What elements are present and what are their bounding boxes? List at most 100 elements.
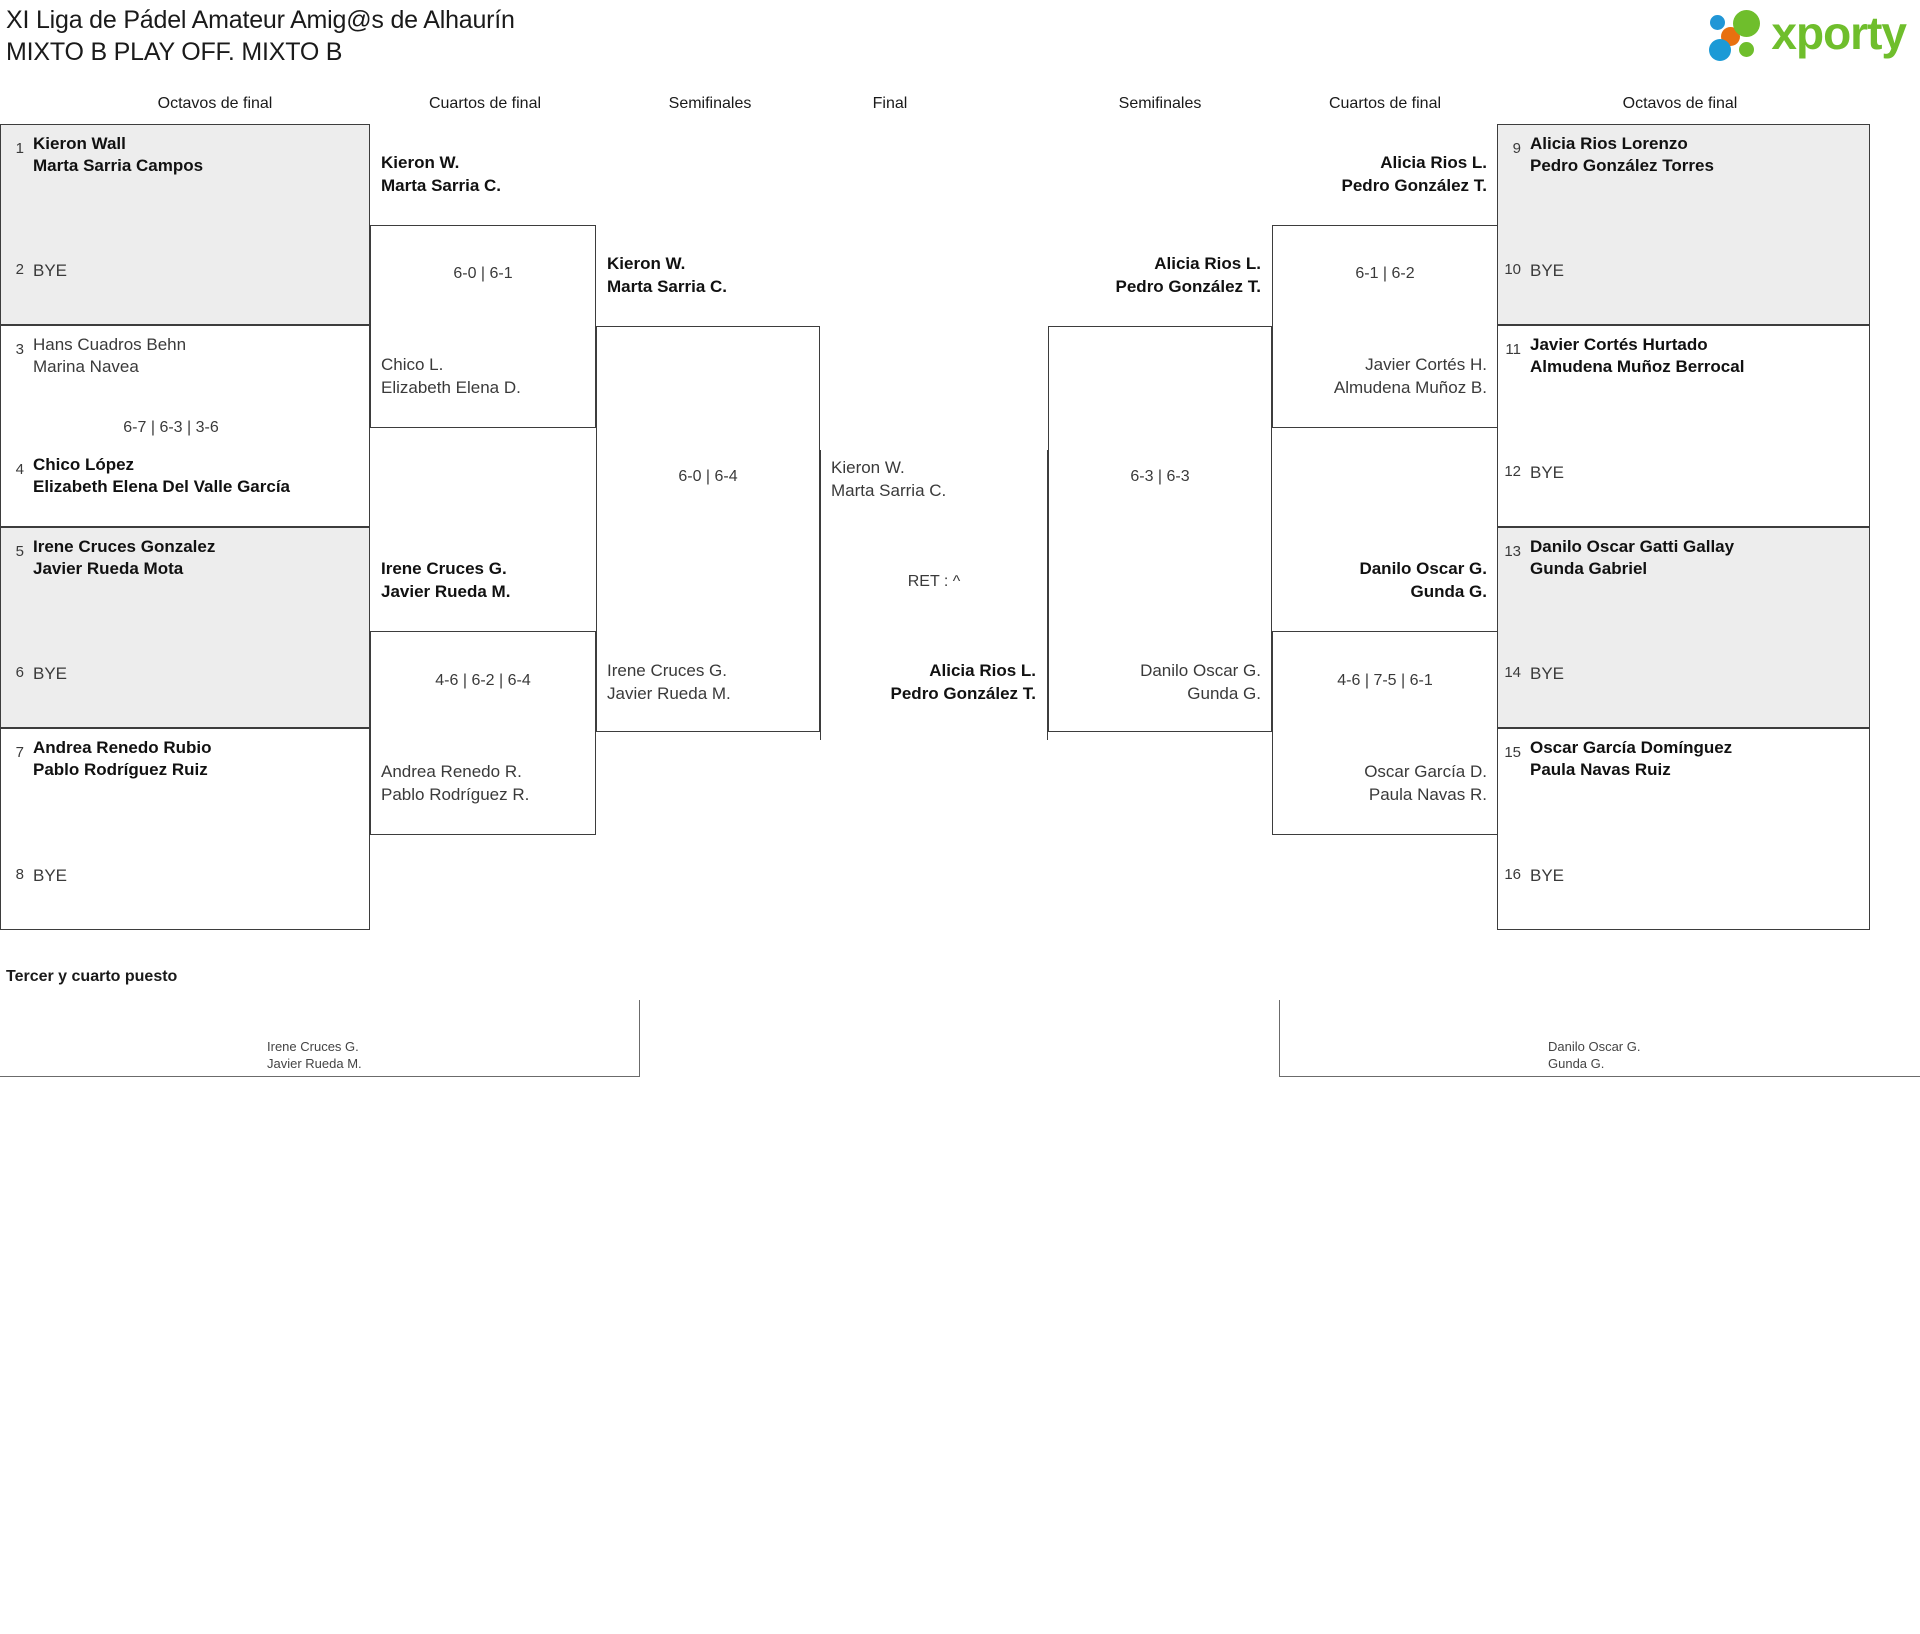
match-score: 6-7 | 6-3 | 3-6 — [123, 419, 219, 436]
seed-number: 7 — [15, 744, 24, 761]
sf-left-team-top: Kieron W. Marta Sarria C. — [607, 252, 812, 298]
seed-number: 1 — [15, 140, 24, 157]
seed-number: 3 — [15, 341, 24, 358]
r16-match-7[interactable]: 13 Danilo Oscar Gatti Gallay Gunda Gabri… — [1497, 527, 1870, 728]
player-line-2: Javier Rueda Mota — [33, 559, 184, 578]
player-line-1: Alicia Rios L. — [929, 661, 1036, 680]
seed-number: 15 — [1504, 744, 1521, 761]
player-line-1: Oscar García Domínguez — [1530, 738, 1733, 757]
player-line-1: Irene Cruces G. — [607, 661, 727, 680]
logo-dots-icon — [1709, 6, 1763, 61]
bye-label: BYE — [1530, 261, 1565, 280]
player-line-1: Chico López — [33, 455, 135, 474]
player-line-1: Andrea Renedo R. — [381, 762, 522, 781]
player-names: Alicia Rios Lorenzo Pedro González Torre… — [1530, 133, 1714, 177]
player-names: Oscar García Domínguez Paula Navas Ruiz — [1530, 737, 1732, 781]
player-line-2: Elizabeth Elena Del Valle García — [33, 477, 291, 496]
player-line-2: Paula Navas R. — [1368, 785, 1487, 804]
round-label-left-qf: Cuartos de final — [428, 95, 542, 112]
player-line-1: Oscar García D. — [1364, 762, 1487, 781]
seed-entry-16: 16 BYE — [1504, 865, 1564, 887]
seed-number: 9 — [1512, 140, 1521, 157]
player-line-2: Marta Sarria C. — [381, 176, 501, 195]
qf1-team-top: Kieron W. Marta Sarria C. — [381, 151, 591, 197]
tournament-category: MIXTO B PLAY OFF. MIXTO B — [6, 38, 343, 66]
qf3-score: 6-1 | 6-2 — [1355, 265, 1415, 282]
seed-number: 4 — [15, 461, 24, 478]
player-names: Chico López Elizabeth Elena Del Valle Ga… — [33, 454, 290, 498]
third-place-box-right[interactable] — [1279, 1000, 1920, 1077]
player-names: Hans Cuadros Behn Marina Navea — [33, 334, 186, 378]
logo-dot-green-small — [1739, 42, 1755, 57]
player-line-2: Gunda Gabriel — [1530, 559, 1648, 578]
seed-number: 2 — [15, 261, 24, 278]
player-names: Irene Cruces Gonzalez Javier Rueda Mota — [33, 536, 215, 580]
sf-match-left[interactable] — [596, 326, 820, 732]
seed-entry-7: 7 Andrea Renedo Rubio Pablo Rodríguez Ru… — [7, 737, 212, 781]
qf-match-2[interactable] — [370, 631, 596, 835]
player-line-2: Pedro González T. — [890, 684, 1036, 703]
round-label-right-r16: Octavos de final — [1622, 95, 1738, 112]
r16-match-3[interactable]: 5 Irene Cruces Gonzalez Javier Rueda Mot… — [0, 527, 370, 728]
r16-match-5[interactable]: 9 Alicia Rios Lorenzo Pedro González Tor… — [1497, 124, 1870, 325]
player-line-2: Pedro González T. — [1115, 277, 1261, 296]
seed-number: 11 — [1505, 341, 1521, 358]
r16-match-4[interactable]: 7 Andrea Renedo Rubio Pablo Rodríguez Ru… — [0, 728, 370, 930]
qf3-team-top: Alicia Rios L. Pedro González T. — [1277, 151, 1487, 197]
seed-entry-2: 2 BYE — [7, 260, 67, 282]
player-line-2: Elizabeth Elena D. — [381, 378, 521, 397]
player-line-2: Gunda G. — [1548, 1056, 1605, 1071]
r16-match-1[interactable]: 1 Kieron Wall Marta Sarria Campos 2 BYE — [0, 124, 370, 325]
third-place-team-left: Irene Cruces G. Javier Rueda M. — [267, 1038, 362, 1072]
seed-entry-4: 4 Chico López Elizabeth Elena Del Valle … — [7, 454, 290, 498]
player-line-1: Kieron W. — [381, 153, 460, 172]
r16-match-2[interactable]: 3 Hans Cuadros Behn Marina Navea 6-7 | 6… — [0, 325, 370, 527]
final-team-bottom: Alicia Rios L. Pedro González T. — [836, 659, 1036, 705]
player-line-2: Marta Sarria C. — [607, 277, 727, 296]
logo-dot-green-large — [1733, 10, 1761, 37]
final-team-top: Kieron W. Marta Sarria C. — [831, 456, 1031, 502]
player-line-2: Javier Rueda M. — [267, 1056, 362, 1071]
player-names: Andrea Renedo Rubio Pablo Rodríguez Ruiz — [33, 737, 212, 781]
seed-number: 13 — [1504, 543, 1521, 560]
qf3-team-bottom: Javier Cortés H. Almudena Muñoz B. — [1277, 353, 1487, 399]
player-line-2: Almudena Muñoz Berrocal — [1530, 357, 1745, 376]
seed-entry-11: 11 Javier Cortés Hurtado Almudena Muñoz … — [1504, 334, 1744, 378]
player-line-2: Paula Navas Ruiz — [1530, 760, 1671, 779]
r16-match-6[interactable]: 11 Javier Cortés Hurtado Almudena Muñoz … — [1497, 325, 1870, 527]
xporty-logo[interactable]: xporty — [1709, 6, 1907, 61]
qf2-score: 4-6 | 6-2 | 6-4 — [435, 672, 531, 689]
player-line-2: Marta Sarria C. — [831, 481, 947, 500]
seed-entry-12: 12 BYE — [1504, 462, 1564, 484]
seed-number: 14 — [1504, 664, 1521, 681]
seed-number: 8 — [15, 866, 24, 883]
sf-match-right[interactable] — [1048, 326, 1272, 732]
seed-entry-10: 10 BYE — [1504, 260, 1564, 282]
player-line-1: Danilo Oscar Gatti Gallay — [1530, 537, 1735, 556]
player-line-1: Kieron W. — [831, 458, 905, 477]
player-line-2: Gunda G. — [1410, 582, 1488, 601]
player-line-1: Andrea Renedo Rubio — [33, 738, 212, 757]
r16-match-8[interactable]: 15 Oscar García Domínguez Paula Navas Ru… — [1497, 728, 1870, 930]
logo-dot-blue-small — [1710, 15, 1726, 30]
player-line-1: Irene Cruces G. — [267, 1039, 359, 1054]
sf-right-team-bottom: Danilo Oscar G. Gunda G. — [1056, 659, 1261, 705]
round-label-left-sf: Semifinales — [668, 95, 752, 112]
bye-label: BYE — [33, 866, 68, 885]
player-line-1: Danilo Oscar G. — [1359, 559, 1487, 578]
player-names: Javier Cortés Hurtado Almudena Muñoz Ber… — [1530, 334, 1744, 378]
player-line-1: Kieron W. — [607, 254, 686, 273]
qf-match-1[interactable] — [370, 225, 596, 428]
third-place-box-left[interactable] — [0, 1000, 640, 1077]
bye-label: BYE — [1530, 866, 1565, 885]
player-line-1: Hans Cuadros Behn — [33, 335, 187, 354]
seed-number: 10 — [1504, 261, 1521, 278]
tournament-name: XI Liga de Pádel Amateur Amig@s de Alhau… — [6, 6, 515, 34]
player-line-2: Pablo Rodríguez R. — [381, 785, 530, 804]
qf2-team-bottom: Andrea Renedo R. Pablo Rodríguez R. — [381, 760, 591, 806]
third-place-team-right: Danilo Oscar G. Gunda G. — [1548, 1038, 1640, 1072]
player-line-2: Pablo Rodríguez Ruiz — [33, 760, 208, 779]
sf-right-score: 6-3 | 6-3 — [1130, 468, 1190, 485]
player-line-1: Irene Cruces Gonzalez — [33, 537, 216, 556]
seed-entry-13: 13 Danilo Oscar Gatti Gallay Gunda Gabri… — [1504, 536, 1734, 580]
